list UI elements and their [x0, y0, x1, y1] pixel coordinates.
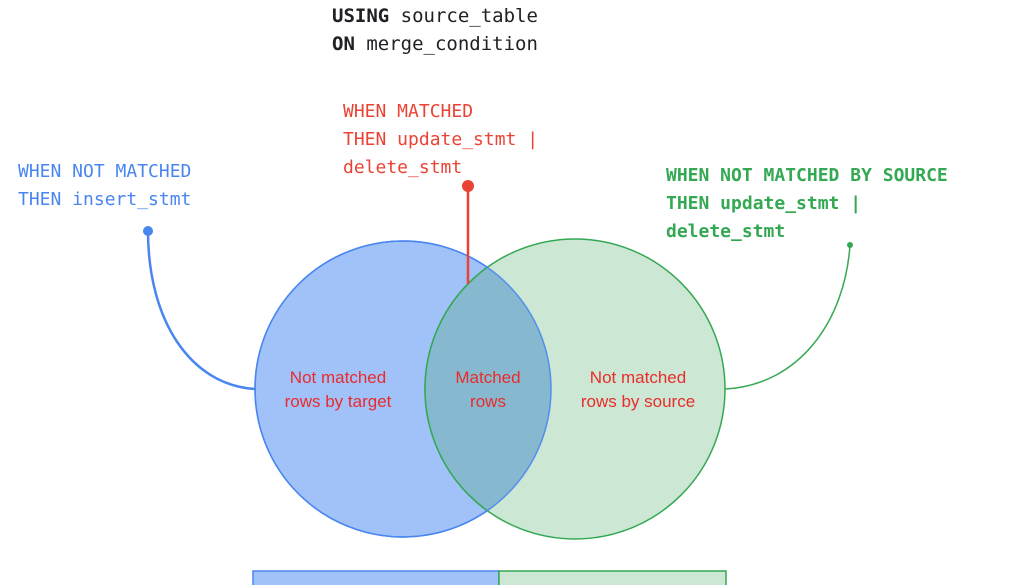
overlap-region [425, 241, 551, 537]
source-region-line2: rows by source [580, 392, 696, 411]
matched-connector-dot [462, 180, 474, 192]
not-matched-by-source-line2: THEN update_stmt | [666, 193, 862, 214]
not-matched-connector-dot [143, 226, 153, 236]
not-matched-by-source-connector [724, 244, 851, 390]
not-matched-line1: WHEN NOT MATCHED [18, 161, 192, 182]
target-region-line1: Not matched [289, 368, 387, 387]
matched-line2: THEN update_stmt | [343, 129, 539, 150]
not-matched-by-source-connector-dot [847, 242, 853, 248]
not-matched-by-source-line3: delete_stmt [666, 221, 786, 242]
target-region-line2: rows by target [284, 392, 392, 411]
matched-region-line2: rows [470, 392, 506, 411]
legend-bar-target [252, 570, 500, 585]
merge-condition: merge_condition [366, 33, 538, 55]
on-keyword: ON [332, 33, 355, 55]
using-keyword: USING [332, 5, 390, 27]
matched-clause: WHEN MATCHED THEN update_stmt | delete_stm… [343, 98, 538, 182]
legend-bar-source [498, 570, 727, 585]
matched-region-label: Matched rows [438, 366, 538, 414]
not-matched-by-source-line1: WHEN NOT MATCHED BY SOURCE [666, 165, 948, 186]
source-region-line1: Not matched [589, 368, 687, 387]
matched-line3: delete_stmt [343, 157, 463, 178]
not-matched-connector [146, 230, 256, 391]
not-matched-by-source-clause: WHEN NOT MATCHED BY SOURCE THEN update_st… [666, 162, 948, 246]
not-matched-clause: WHEN NOT MATCHED THEN insert_stmt [18, 158, 191, 214]
matched-line1: WHEN MATCHED [343, 101, 474, 122]
target-region-label: Not matched rows by target [270, 366, 406, 414]
matched-region-line1: Matched [455, 368, 521, 387]
not-matched-line2: THEN insert_stmt [18, 189, 192, 210]
source-region-label: Not matched rows by source [566, 366, 710, 414]
source-table: source_table [400, 5, 538, 27]
